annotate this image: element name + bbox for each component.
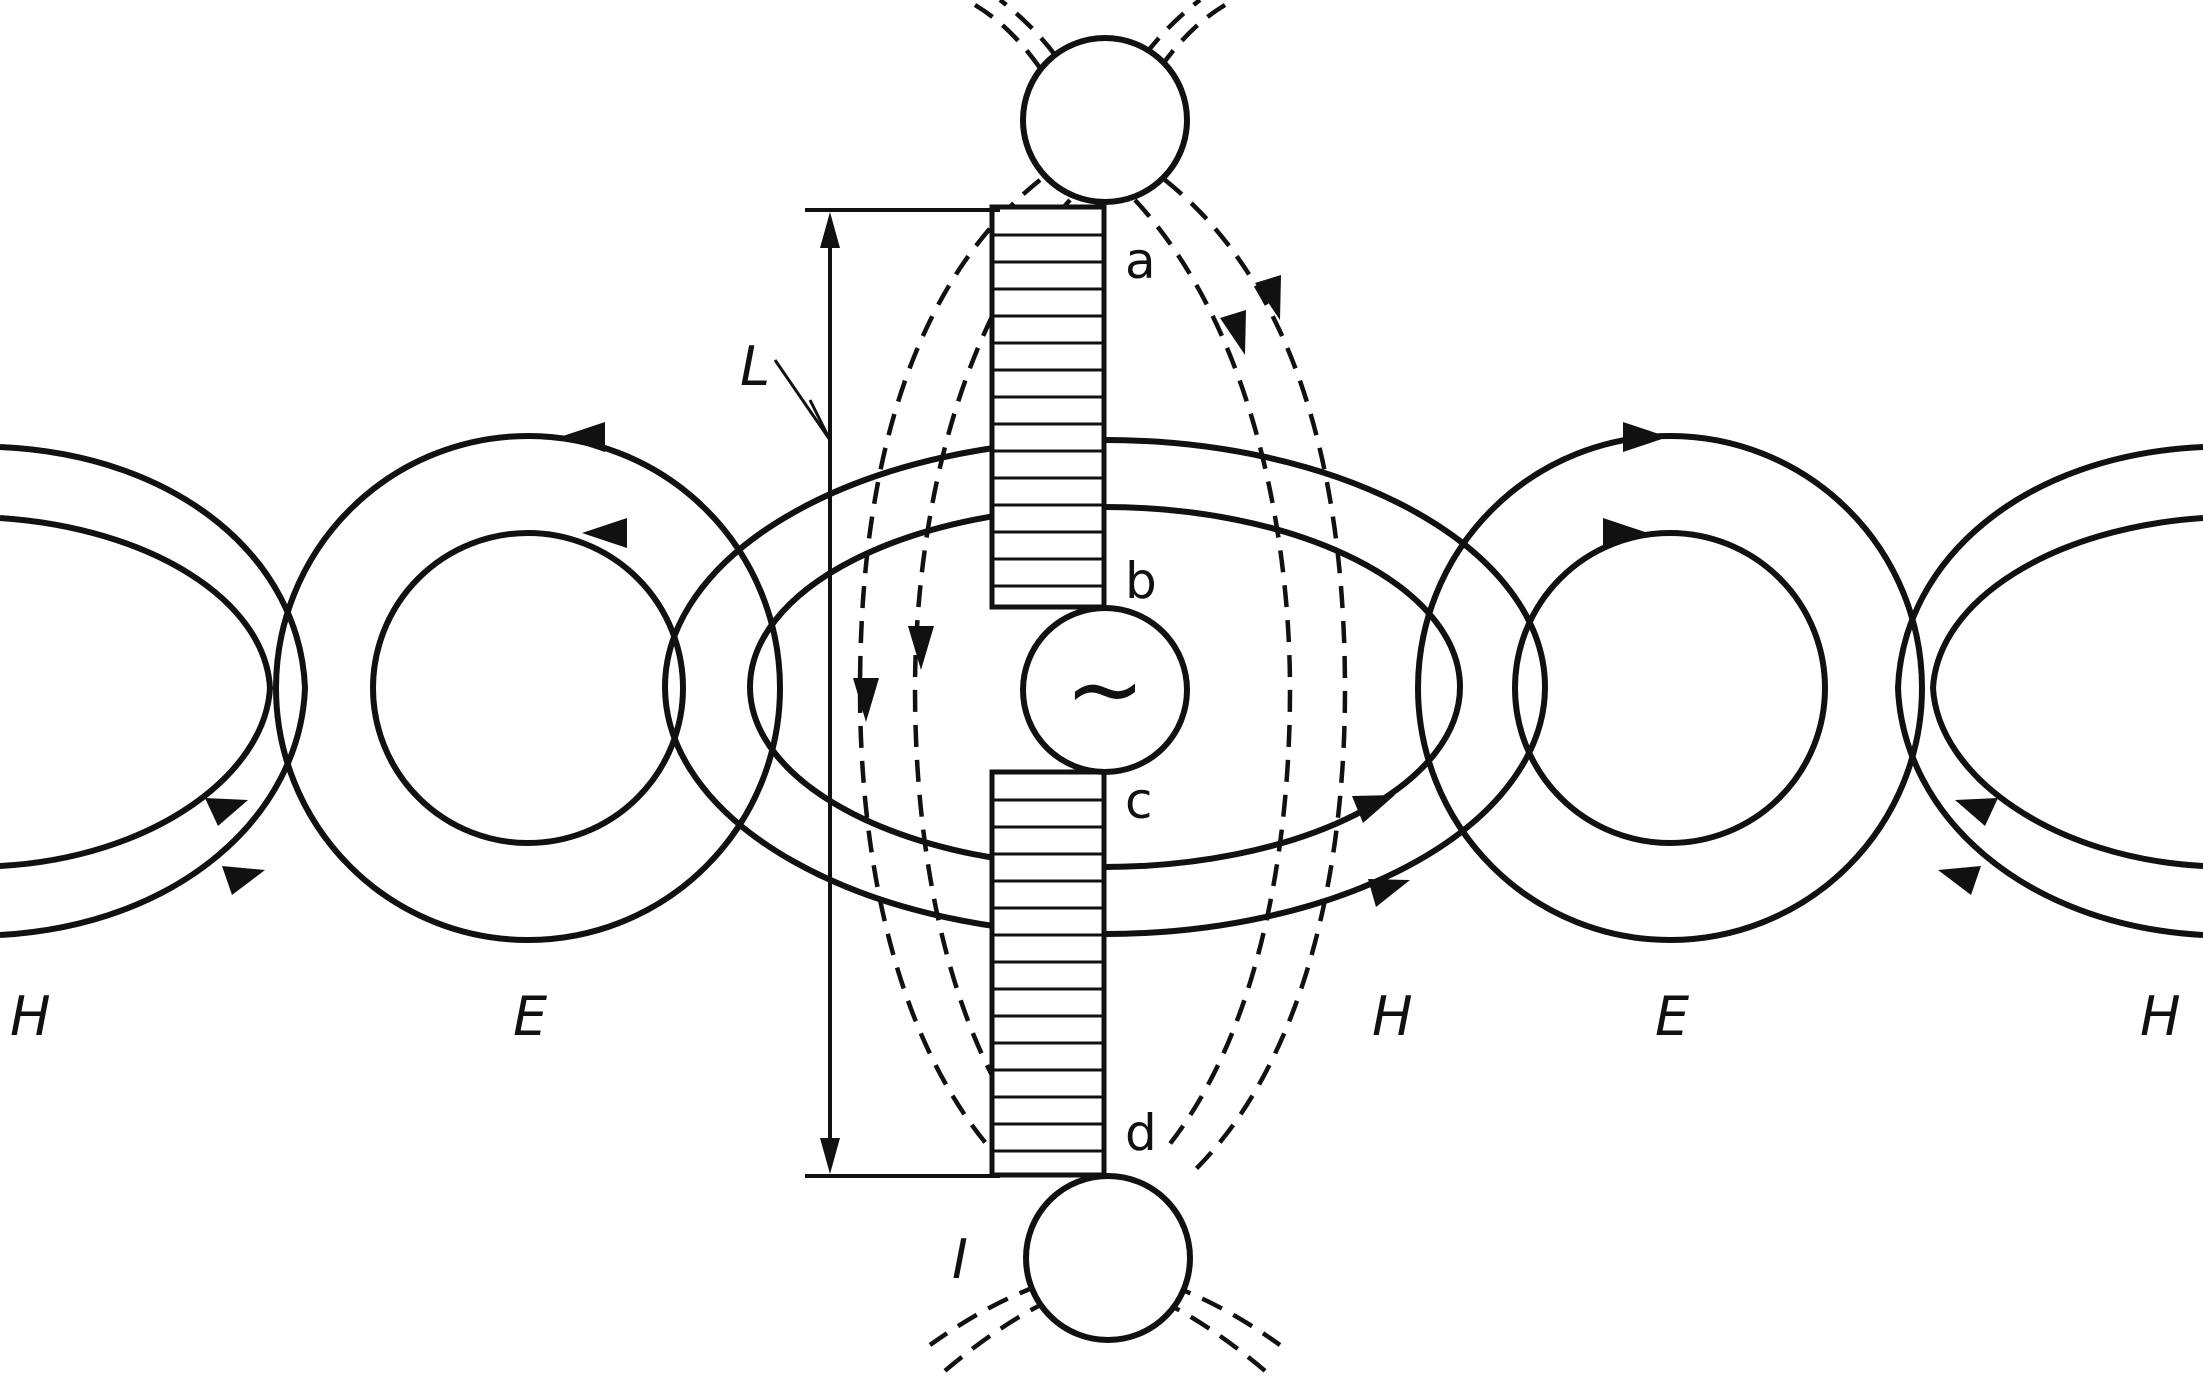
arrow-e-right-inner-top <box>1603 518 1648 548</box>
h-label-right: H <box>2140 985 2181 1048</box>
e-loop-left-outer <box>273 433 783 943</box>
e-field-left <box>273 433 783 943</box>
dashed-top-left-1 <box>973 3 1042 70</box>
arrow-dashed-right-upper-2 <box>1255 275 1281 320</box>
h-label-center-right: H <box>1372 985 1413 1048</box>
generator-symbol: ~ <box>1065 633 1145 745</box>
top-charge-circle <box>1020 35 1190 205</box>
h-field-far-left <box>0 444 309 938</box>
dashed-top-right-1 <box>1158 3 1227 70</box>
point-c-label: c <box>1125 772 1153 830</box>
dashed-right-outer <box>1163 178 1348 1172</box>
lower-arm-hatching <box>992 798 1104 1153</box>
h-label-left: H <box>10 985 51 1048</box>
bottom-charge-circle <box>1023 1173 1193 1343</box>
arrow-e-right-outer-top <box>1623 422 1668 452</box>
dashed-left-outer <box>857 178 1042 1172</box>
e-loop-right-inner <box>1512 530 1828 846</box>
arrow-dashed-right-upper-1 <box>1220 310 1246 355</box>
antenna-lower-arm <box>989 769 1107 1178</box>
direction-arrows <box>205 275 1998 907</box>
e-label-left: E <box>513 985 548 1048</box>
arrow-e-left-inner-top <box>582 518 627 548</box>
generator-circle <box>1020 605 1190 775</box>
arrow-e-left-outer-top <box>560 422 605 452</box>
e-label-right: E <box>1655 985 1690 1048</box>
far-right-inner-loop <box>1929 515 2203 869</box>
e-loop-left-inner <box>370 530 686 846</box>
length-dimension <box>773 208 1000 1178</box>
arrow-far-right-inner <box>1955 798 1998 826</box>
dashed-bottom-right-1 <box>1158 1297 1272 1377</box>
arrow-dashed-left-outer <box>853 678 879 722</box>
far-left-inner-loop <box>0 515 274 869</box>
e-loop-right-outer <box>1415 433 1925 943</box>
dashed-bottom-left-2 <box>928 1282 1041 1347</box>
antenna <box>989 204 1107 1178</box>
length-label: L <box>740 335 770 398</box>
dashed-bottom-left-1 <box>938 1297 1052 1377</box>
far-right-outer-loop <box>1894 444 2203 938</box>
arrow-h-inner-ellipse <box>1352 795 1395 823</box>
h-field-far-right <box>1894 444 2203 938</box>
arrow-far-left-inner <box>205 798 248 826</box>
arrow-far-left-outer <box>222 866 265 895</box>
far-left-outer-loop <box>0 444 309 938</box>
antenna-upper-arm <box>989 204 1107 610</box>
point-b-label: b <box>1125 552 1157 610</box>
arrow-dashed-left-inner <box>908 626 934 670</box>
current-label: I <box>952 1228 968 1291</box>
e-field-right <box>1415 433 1925 943</box>
dashed-top-left-2 <box>998 0 1057 57</box>
arrow-far-right-outer <box>1938 866 1981 895</box>
point-a-label: a <box>1125 232 1156 290</box>
point-d-label: d <box>1125 1104 1157 1162</box>
dashed-bottom-right-2 <box>1169 1282 1282 1347</box>
upper-arm-hatching <box>992 233 1104 588</box>
arrow-h-outer-ellipse <box>1368 879 1410 907</box>
